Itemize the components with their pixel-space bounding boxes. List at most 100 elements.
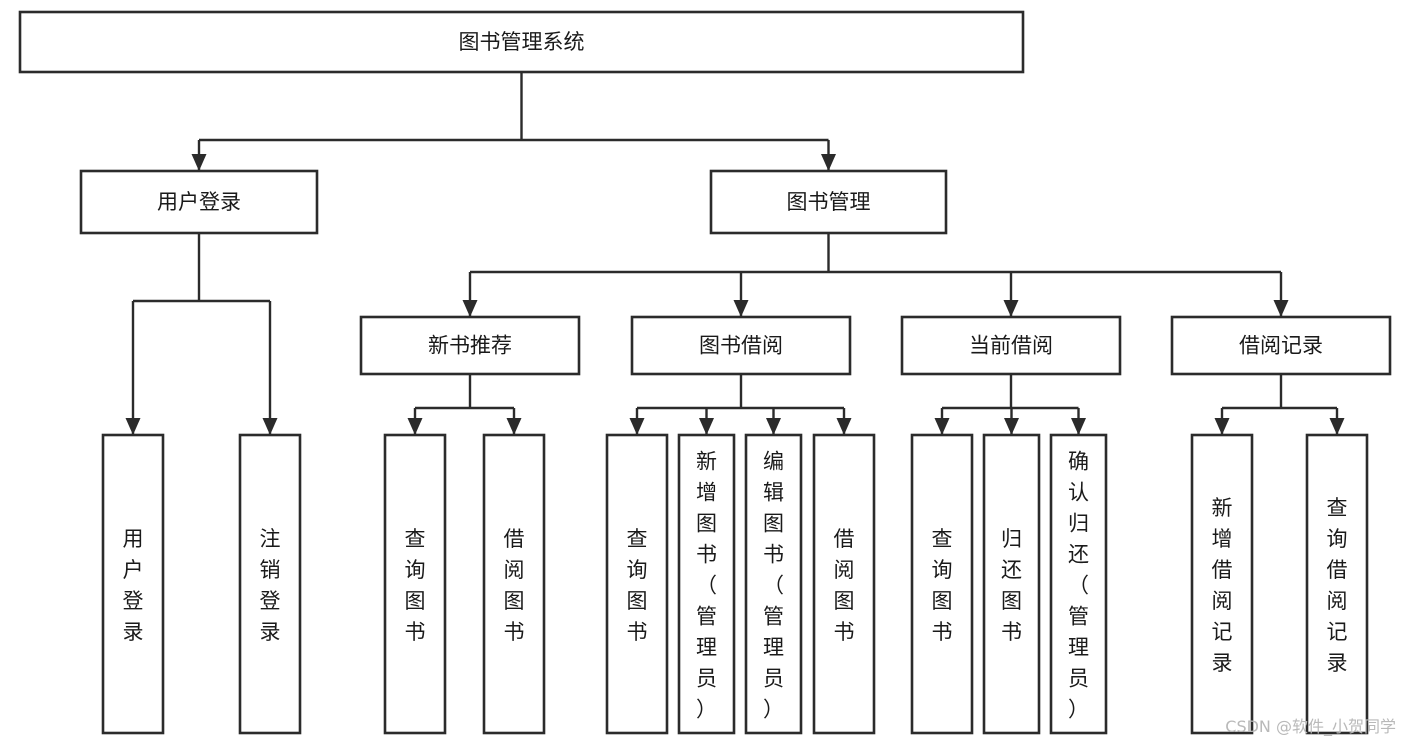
node-leaf-confirm-return-admin-label-char: 归 xyxy=(1068,512,1089,536)
node-leaf-confirm-return-admin-label-char: 确 xyxy=(1068,450,1089,474)
node-book-manage[interactable]: 图书管理 xyxy=(709,169,948,235)
node-leaf-return-book-box xyxy=(982,433,1041,735)
node-leaf-user-login-label-char: 用 xyxy=(123,527,144,551)
node-leaf-logout-label-char: 销 xyxy=(260,558,281,582)
node-user-login-label: 用户登录 xyxy=(157,190,241,214)
arrow-head-icon xyxy=(125,418,141,435)
node-new-book-recommend-label: 新书推荐 xyxy=(428,334,512,358)
node-leaf-query-book-rec-label-char: 查 xyxy=(405,527,426,551)
node-leaf-add-book-admin-label-char: （ xyxy=(696,574,717,598)
node-leaf-borrow-book-borrow-label-char: 书 xyxy=(834,620,855,644)
watermark-label: CSDN @软件_小贺同学 xyxy=(1225,717,1396,737)
node-leaf-query-book-borrow-label-char: 书 xyxy=(627,620,648,644)
node-leaf-user-login-label-char: 录 xyxy=(123,620,144,644)
node-leaf-add-book-admin-label-char: ） xyxy=(696,698,717,722)
node-user-login-box xyxy=(79,169,319,235)
node-book-borrow[interactable]: 图书借阅 xyxy=(630,315,852,376)
arrow-head-icon xyxy=(1071,418,1086,435)
node-leaf-user-login-box xyxy=(101,433,165,735)
node-leaf-return-book-label-char: 归 xyxy=(1001,527,1022,551)
arrow-head-icon xyxy=(191,154,207,171)
node-leaf-edit-book-admin-box xyxy=(744,433,803,735)
node-leaf-query-borrow-record-label-char: 询 xyxy=(1327,527,1348,551)
node-leaf-edit-book-admin-label-char: 图 xyxy=(763,512,784,536)
node-leaf-return-book-label-char: 图 xyxy=(1001,589,1022,613)
node-leaf-user-login[interactable]: 用户登录 xyxy=(101,433,165,735)
arrow-head-icon xyxy=(462,300,478,317)
arrow-head-icon xyxy=(629,418,645,435)
node-leaf-borrow-book-rec-label-char: 图 xyxy=(504,589,525,613)
node-leaf-query-book-current-box xyxy=(910,433,974,735)
arrow-head-icon xyxy=(821,154,836,171)
node-leaf-add-book-admin-box xyxy=(677,433,736,735)
arrow-head-icon xyxy=(1004,418,1019,435)
node-book-manage-label: 图书管理 xyxy=(787,190,871,214)
node-leaf-edit-book-admin-label-char: 辑 xyxy=(763,481,784,505)
node-leaf-query-borrow-record-label-char: 借 xyxy=(1327,558,1348,582)
arrow-head-icon xyxy=(1273,300,1289,317)
node-leaf-query-borrow-record-label-char: 阅 xyxy=(1327,589,1348,613)
node-leaf-logout-label-char: 注 xyxy=(260,527,281,551)
node-leaf-borrow-book-borrow-label-char: 阅 xyxy=(834,558,855,582)
node-leaf-add-book-admin-label-char: 理 xyxy=(696,636,717,660)
node-borrow-record[interactable]: 借阅记录 xyxy=(1170,315,1392,376)
node-leaf-query-book-borrow-label-char: 图 xyxy=(627,589,648,613)
node-new-book-recommend[interactable]: 新书推荐 xyxy=(359,315,581,376)
node-leaf-confirm-return-admin-label-char: 员 xyxy=(1068,667,1089,691)
node-leaf-query-book-rec-label-char: 询 xyxy=(405,558,426,582)
node-leaf-add-book-admin-label-char: 员 xyxy=(696,667,717,691)
node-book-borrow-label: 图书借阅 xyxy=(699,334,783,358)
node-leaf-edit-book-admin-label-char: 管 xyxy=(763,605,784,629)
node-leaf-query-book-current-label-char: 图 xyxy=(932,589,953,613)
node-leaf-query-borrow-record-label-char: 记 xyxy=(1327,620,1348,644)
node-leaf-query-book-borrow-box xyxy=(605,433,669,735)
node-leaf-query-book-rec-label-char: 图 xyxy=(405,589,426,613)
arrow-head-icon xyxy=(1329,418,1345,435)
arrow-head-icon xyxy=(1003,300,1019,317)
node-borrow-record-label: 借阅记录 xyxy=(1239,334,1323,358)
arrow-head-icon xyxy=(699,418,714,435)
arrow-head-icon xyxy=(506,418,522,435)
node-leaf-add-borrow-record-label-char: 录 xyxy=(1212,651,1233,675)
node-current-borrow[interactable]: 当前借阅 xyxy=(900,315,1122,376)
node-user-login[interactable]: 用户登录 xyxy=(79,169,319,235)
node-leaf-add-borrow-record-label-char: 增 xyxy=(1212,527,1233,551)
arrow-head-icon xyxy=(1214,418,1230,435)
node-leaf-add-book-admin-label-char: 图 xyxy=(696,512,717,536)
node-leaf-borrow-book-borrow-box xyxy=(812,433,876,735)
node-leaf-edit-book-admin-label-char: ） xyxy=(763,698,784,722)
node-leaf-edit-book-admin-label-char: （ xyxy=(763,574,784,598)
node-root-root[interactable]: 图书管理系统 xyxy=(18,10,1025,74)
node-leaf-user-login-label-char: 户 xyxy=(123,558,144,582)
node-leaf-add-book-admin-label-char: 书 xyxy=(696,543,717,567)
node-leaf-query-borrow-record-box xyxy=(1305,433,1369,735)
node-leaf-query-book-current-label-char: 书 xyxy=(932,620,953,644)
node-leaf-confirm-return-admin-label-char: 理 xyxy=(1068,636,1089,660)
node-book-borrow-box xyxy=(630,315,852,376)
node-leaf-edit-book-admin-label-char: 员 xyxy=(763,667,784,691)
node-leaf-confirm-return-admin-label-char: 认 xyxy=(1068,481,1089,505)
node-leaf-query-book-current-label-char: 询 xyxy=(932,558,953,582)
node-leaf-confirm-return-admin-box xyxy=(1049,433,1108,735)
node-leaf-borrow-book-rec-label-char: 借 xyxy=(504,527,525,551)
node-book-manage-box xyxy=(709,169,948,235)
node-leaf-add-book-admin-label-char: 增 xyxy=(696,481,717,505)
node-leaf-query-book-rec-label-char: 书 xyxy=(405,620,426,644)
arrow-head-icon xyxy=(407,418,423,435)
node-leaf-logout-label-char: 录 xyxy=(260,620,281,644)
connector-lines-layer xyxy=(125,72,1345,435)
node-current-borrow-box xyxy=(900,315,1122,376)
node-leaf-edit-book-admin-label-char: 书 xyxy=(763,543,784,567)
